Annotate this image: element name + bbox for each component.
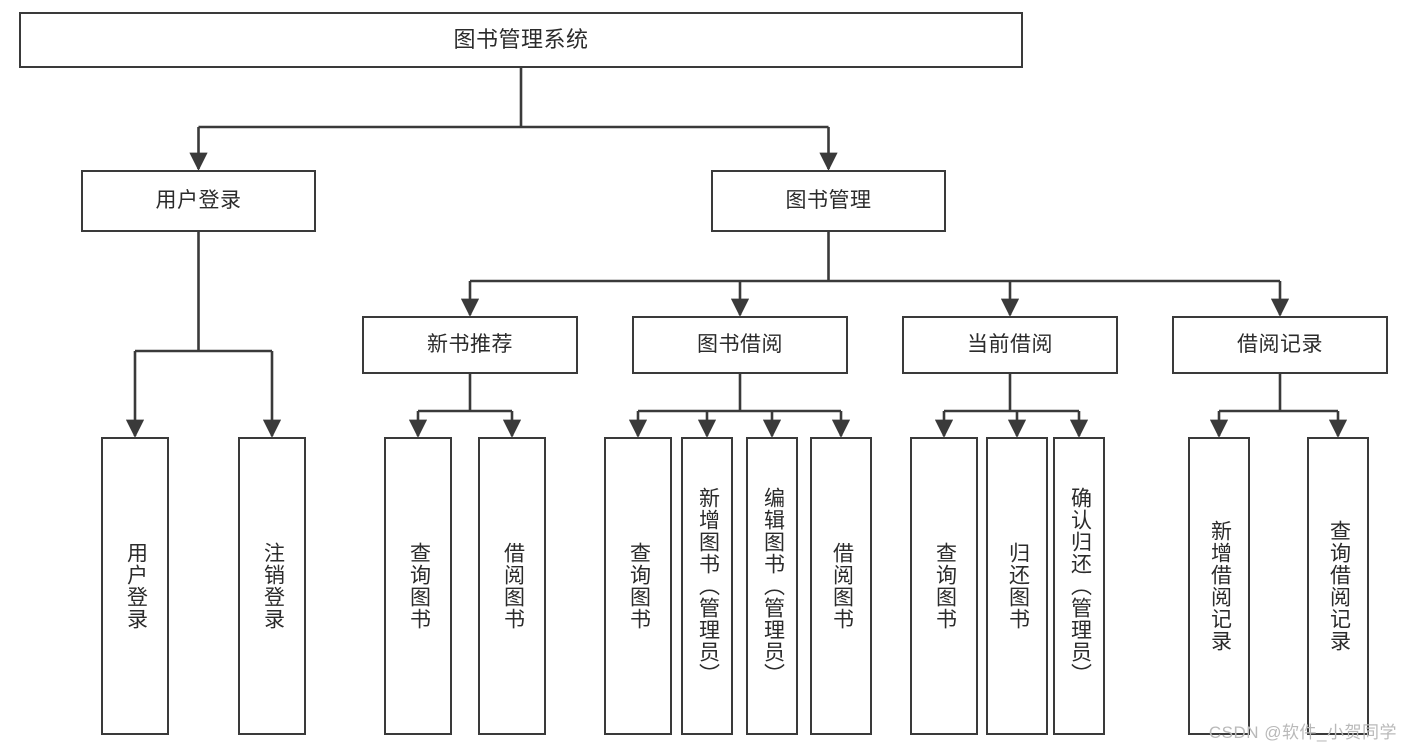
node-leaf-query-record-label: 查询借阅记录 [1327,520,1351,652]
node-leaf-borrow-book-1-label: 借阅图书 [501,542,525,630]
node-new-book-recommend[interactable]: 新书推荐 [362,316,578,374]
node-leaf-edit-book[interactable]: 编辑图书（管理员） [746,437,798,735]
node-book-manage[interactable]: 图书管理 [711,170,946,232]
node-leaf-user-logout-label: 注销登录 [261,542,285,630]
node-book-borrow[interactable]: 图书借阅 [632,316,848,374]
node-book-borrow-label: 图书借阅 [697,332,783,356]
node-root-label: 图书管理系统 [453,27,589,53]
node-borrow-record[interactable]: 借阅记录 [1172,316,1388,374]
node-leaf-add-record-label: 新增借阅记录 [1208,520,1232,652]
node-root[interactable]: 图书管理系统 [19,12,1023,68]
csdn-watermark: CSDN @软件_小贺同学 [1208,723,1397,742]
node-leaf-return-book[interactable]: 归还图书 [986,437,1048,735]
node-leaf-query-book-2[interactable]: 查询图书 [604,437,672,735]
node-leaf-query-book-2-label: 查询图书 [627,542,651,630]
node-leaf-user-logout[interactable]: 注销登录 [238,437,306,735]
node-leaf-add-book[interactable]: 新增图书（管理员） [681,437,733,735]
node-leaf-borrow-book-1[interactable]: 借阅图书 [478,437,546,735]
node-leaf-confirm-return-label: 确认归还（管理员） [1068,487,1092,685]
node-leaf-user-login-label: 用户登录 [124,542,148,630]
node-leaf-user-login[interactable]: 用户登录 [101,437,169,735]
node-book-manage-label: 图书管理 [785,188,872,212]
node-new-book-recommend-label: 新书推荐 [427,332,513,356]
node-leaf-confirm-return[interactable]: 确认归还（管理员） [1053,437,1105,735]
node-leaf-query-record[interactable]: 查询借阅记录 [1307,437,1369,735]
node-leaf-borrow-book-2[interactable]: 借阅图书 [810,437,872,735]
node-leaf-return-book-label: 归还图书 [1006,542,1030,630]
node-leaf-query-book-1-label: 查询图书 [407,542,431,630]
node-leaf-borrow-book-2-label: 借阅图书 [830,542,854,630]
node-leaf-query-book-3[interactable]: 查询图书 [910,437,978,735]
node-current-borrow-label: 当前借阅 [967,332,1053,356]
node-user-login[interactable]: 用户登录 [81,170,316,232]
node-leaf-add-book-label: 新增图书（管理员） [696,487,720,685]
node-leaf-edit-book-label: 编辑图书（管理员） [761,487,785,685]
node-leaf-query-book-1[interactable]: 查询图书 [384,437,452,735]
node-leaf-add-record[interactable]: 新增借阅记录 [1188,437,1250,735]
node-current-borrow[interactable]: 当前借阅 [902,316,1118,374]
node-leaf-query-book-3-label: 查询图书 [933,542,957,630]
node-borrow-record-label: 借阅记录 [1237,332,1323,356]
node-user-login-label: 用户登录 [155,188,242,212]
